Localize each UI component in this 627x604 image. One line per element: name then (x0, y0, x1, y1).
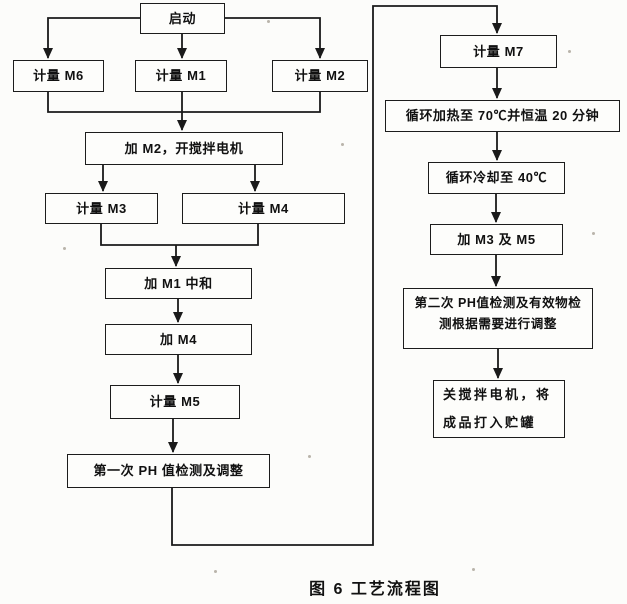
node-cool: 循环冷却至 40℃ (428, 162, 565, 194)
node-finish: 关搅拌电机，将 成品打入贮罐 (433, 380, 565, 438)
edge-start-m2 (225, 17, 325, 59)
node-ph-check-1: 第一次 PH 值检测及调整 (67, 454, 270, 488)
scan-speck (267, 20, 270, 23)
figure-caption: 图 6 工艺流程图 (309, 581, 441, 598)
node-measure-m6: 计量 M6 (13, 60, 104, 92)
edge-merge-m3-m4 (100, 224, 259, 246)
scan-speck (308, 455, 311, 458)
node-measure-m4: 计量 M4 (182, 193, 345, 224)
node-measure-m1: 计量 M1 (135, 60, 227, 92)
node-measure-m5: 计量 M5 (110, 385, 240, 419)
node-ph-check-2: 第二次 PH值检测及有效物检 测根据需要进行调整 (403, 288, 593, 349)
node-heat: 循环加热至 70℃并恒温 20 分钟 (385, 100, 620, 132)
node-measure-m3: 计量 M3 (45, 193, 158, 224)
node-measure-m2: 计量 M2 (272, 60, 368, 92)
scan-speck (63, 247, 66, 250)
scan-speck (214, 570, 217, 573)
node-add-m4: 加 M4 (105, 324, 252, 355)
scan-speck (568, 50, 571, 53)
node-add-m3-m5: 加 M3 及 M5 (430, 224, 563, 255)
edge-start-m6 (43, 17, 140, 59)
node-add-m2-motor: 加 M2，开搅拌电机 (85, 132, 283, 165)
scan-speck (592, 232, 595, 235)
node-measure-m7: 计量 M7 (440, 35, 557, 68)
node-start: 启动 (140, 3, 225, 34)
edge-merge-m6-m2 (47, 92, 321, 113)
node-add-m1-neutralize: 加 M1 中和 (105, 268, 252, 299)
scan-speck (341, 143, 344, 146)
scan-speck (472, 568, 475, 571)
